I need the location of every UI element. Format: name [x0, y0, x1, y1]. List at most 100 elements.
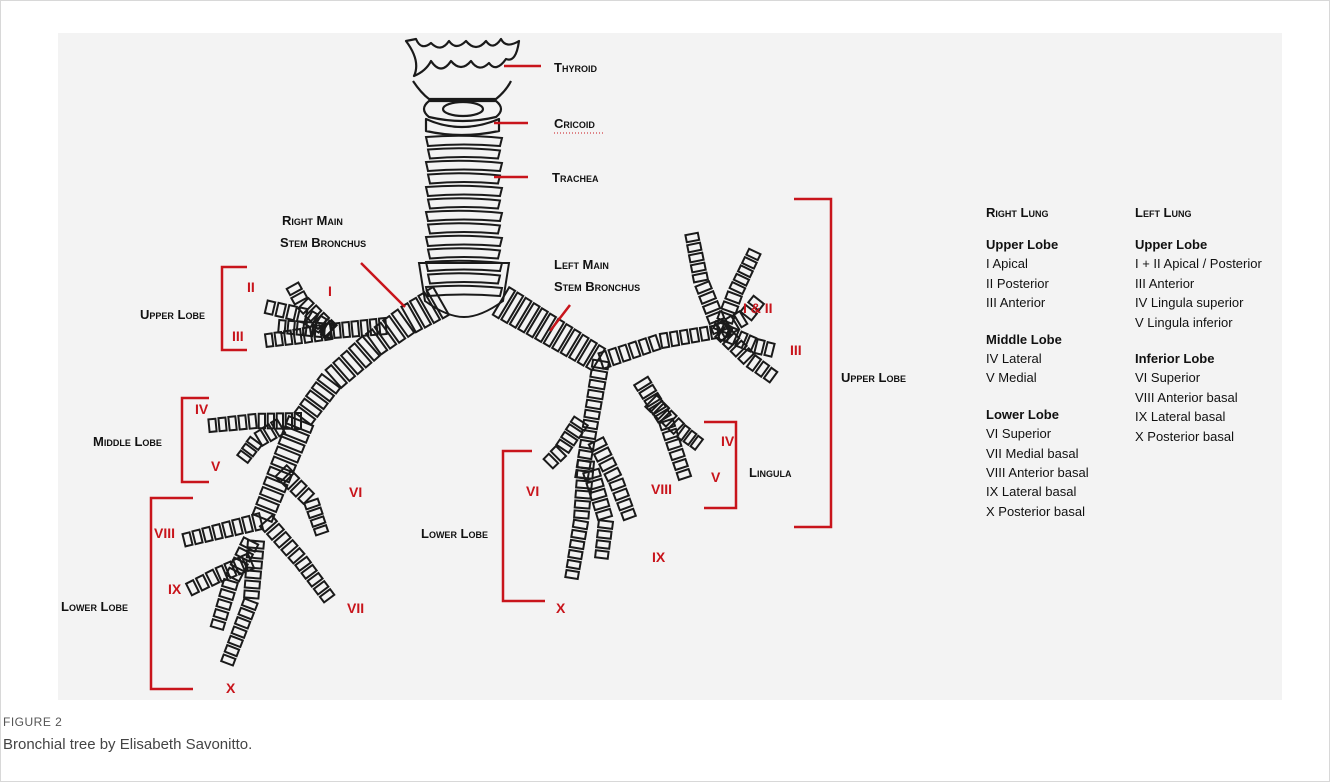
legend-item: III Anterior — [986, 293, 1121, 312]
legend-left-section-title: Inferior Lobe — [1135, 349, 1285, 368]
seg-r-X: X — [226, 680, 236, 696]
seg-l-I-II: I & II — [743, 300, 773, 316]
cartilage-segment — [245, 580, 260, 588]
cartilage-segment — [228, 416, 236, 430]
legend-item: VI Superior — [1135, 368, 1285, 387]
legend-item: VI Superior — [986, 424, 1121, 443]
cartilage-segment — [208, 419, 216, 432]
bronchial-tree-diagram: Thyroid Cricoid Trachea Right Main Stem … — [1, 1, 1330, 701]
legend-item: X Posterior basal — [1135, 427, 1285, 446]
cartilage-segment — [275, 332, 283, 346]
label-left-main-2: Stem Bronchus — [554, 279, 640, 294]
cartilage-segment — [590, 370, 607, 380]
cartilage-segment — [217, 599, 232, 610]
cartilage-segment — [580, 440, 595, 449]
cartilage-segment — [219, 589, 234, 600]
cartilage-segment — [586, 400, 602, 409]
legend-right-section-title: Upper Lobe — [986, 235, 1121, 254]
cartilage-segment — [247, 437, 262, 450]
thyroid-cartilage — [406, 39, 519, 99]
bronchial-tree — [406, 39, 519, 135]
cartilage-ring — [428, 223, 500, 233]
cartilage-segment — [279, 436, 305, 452]
cartilage-ring — [428, 173, 500, 183]
legend-item: V Lingula inferior — [1135, 313, 1285, 332]
cartilage-segment — [590, 489, 607, 500]
legend-item: VIII Anterior basal — [986, 463, 1121, 482]
seg-l-VIII: VIII — [651, 481, 672, 497]
cartilage-ring — [426, 236, 502, 246]
label-trachea: Trachea — [552, 170, 599, 185]
cartilage-segment — [351, 321, 359, 337]
bracket-left-upper — [794, 199, 831, 527]
cartilage-segment — [684, 431, 697, 445]
cartilage-segment — [267, 524, 284, 540]
legend-item: IX Lateral basal — [986, 482, 1121, 501]
legend-item: VII Medial basal — [986, 444, 1121, 463]
label-left-lower-lobe: Lower Lobe — [421, 526, 488, 541]
cartilage-segment — [265, 333, 273, 347]
cartilage-segment — [700, 327, 709, 341]
seg-r-VI: VI — [349, 484, 362, 500]
cartilage-segment — [764, 342, 774, 357]
label-right-main-1: Right Main — [282, 213, 343, 228]
cricoid-cartilage — [424, 101, 501, 135]
cartilage-segment — [286, 305, 297, 320]
cartilage-segment — [596, 509, 612, 520]
legend-item: IV Lateral — [986, 349, 1121, 368]
legend-item: V Medial — [986, 368, 1121, 387]
cartilage-segment — [214, 609, 229, 620]
legend-item: I Apical — [986, 254, 1121, 273]
cartilage-segment — [565, 570, 579, 579]
cartilage-segment — [670, 449, 685, 460]
cartilage-segment — [244, 590, 259, 598]
cartilage-segment — [639, 338, 651, 354]
cartilage-segment — [306, 391, 328, 410]
cartilage-segment — [265, 301, 275, 315]
cartilage-segment — [597, 530, 611, 539]
cartilage-segment — [687, 243, 701, 253]
label-right-lower-lobe: Lower Lobe — [61, 599, 128, 614]
cartilage-segment — [276, 303, 287, 318]
cartilage-segment — [286, 416, 313, 433]
cartilage-segment — [248, 414, 256, 429]
cartilage-segment — [693, 273, 708, 283]
cartilage-segment — [639, 385, 656, 399]
cartilage-ring — [426, 211, 502, 221]
cartilage-segment — [577, 460, 594, 468]
cartilage-segment — [212, 524, 222, 540]
cartilage-segment — [333, 358, 355, 381]
cartilage-segment — [677, 469, 691, 480]
cartilage-segment — [649, 335, 661, 351]
cartilage-segment — [570, 540, 585, 549]
cartilage-segment — [571, 417, 588, 431]
legend-right-lung: Right Lung Upper Lobe I Apical II Poster… — [986, 203, 1121, 521]
bronchi-branches — [183, 233, 778, 666]
cartilage-segment — [573, 520, 588, 529]
cartilage-segment — [566, 424, 583, 438]
cartilage-segment — [575, 490, 591, 498]
cartilage-segment — [670, 331, 679, 346]
cartilage-segment — [574, 510, 589, 518]
cartilage-segment — [342, 322, 350, 337]
cartilage-segment — [211, 619, 225, 630]
label-cricoid: Cricoid — [554, 116, 595, 131]
cartilage-segment — [578, 450, 592, 459]
seg-r-V: V — [211, 458, 221, 474]
legend-item: II Posterior — [986, 274, 1121, 293]
cartilage-segment — [232, 519, 243, 535]
cartilage-segment — [192, 530, 202, 545]
segment-numerals: II I III IV V VI VIII IX VII X I & II II… — [154, 279, 802, 696]
cartilage-segment — [300, 399, 321, 417]
cartilage-segment — [349, 343, 371, 367]
cartilage-segment — [202, 527, 212, 542]
cartilage-segment — [238, 415, 246, 429]
cartilage-segment — [689, 253, 704, 263]
cartilage-segment — [561, 432, 577, 446]
cartilage-segment — [598, 520, 613, 529]
cartilage-segment — [568, 550, 582, 559]
seg-l-IX: IX — [652, 549, 666, 565]
cartilage-segment — [634, 377, 651, 391]
seg-r-III: III — [232, 328, 244, 344]
label-left-main-1: Left Main — [554, 257, 609, 272]
